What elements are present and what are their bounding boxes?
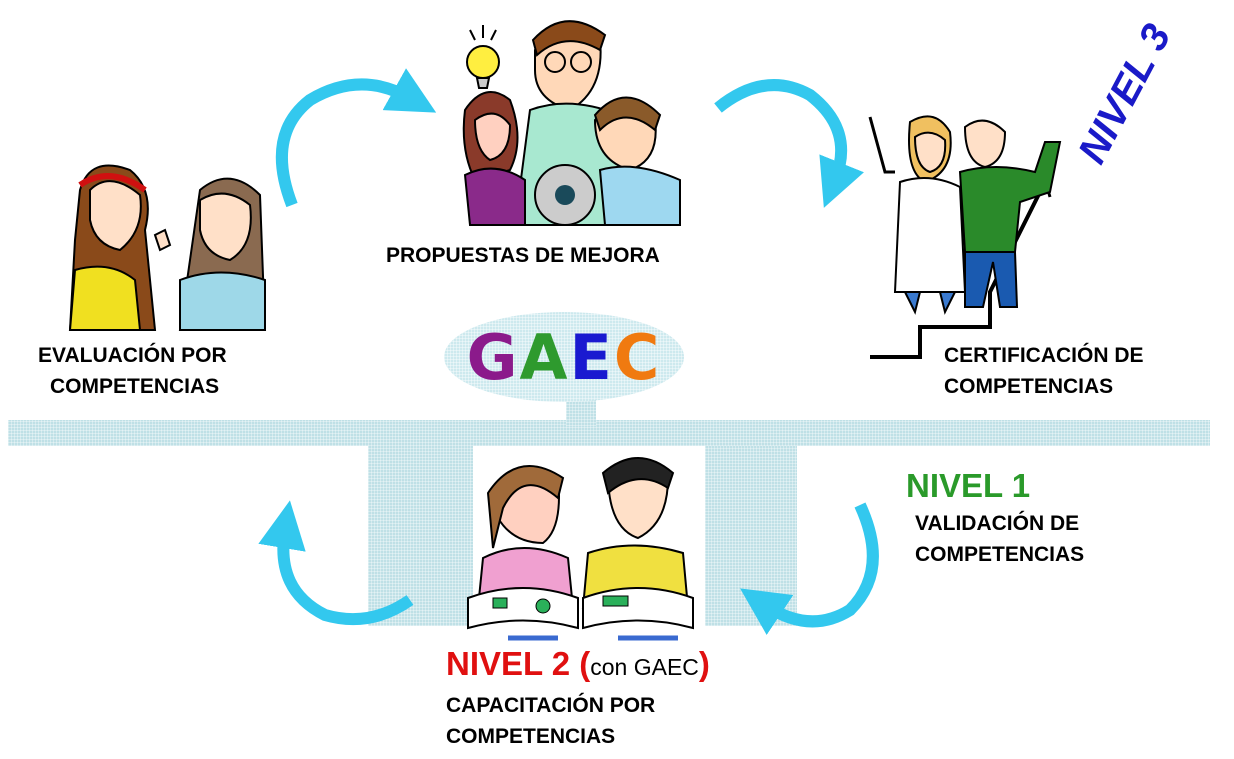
evaluation-illustration — [68, 164, 267, 331]
certificacion-line2: COMPETENCIAS — [944, 375, 1114, 398]
arrow-evaluacion-to-propuestas — [275, 68, 437, 208]
band-stem — [566, 398, 596, 426]
validacion-label: VALIDACIÓN DE COMPETENCIAS — [915, 508, 1084, 570]
validacion-line1: VALIDACIÓN DE — [915, 512, 1080, 535]
capacitacion-label: CAPACITACIÓN POR COMPETENCIAS — [446, 690, 655, 752]
gaec-oval: GAEC — [444, 312, 684, 402]
certificacion-label: CERTIFICACIÓN DE COMPETENCIAS — [944, 340, 1144, 402]
nivel-2-suffix: ) — [698, 645, 710, 682]
horizontal-band — [8, 420, 1210, 446]
capacitacion-line2: COMPETENCIAS — [446, 725, 616, 748]
nivel-2-label: NIVEL 2 (con GAEC) — [446, 644, 710, 689]
group-illustration — [462, 20, 681, 226]
arrow-validacion-to-capacitacion — [740, 502, 879, 635]
certification-illustration — [868, 115, 1062, 359]
evaluacion-line2: COMPETENCIAS — [50, 375, 220, 398]
nivel-2-prefix: NIVEL 2 ( — [446, 645, 591, 682]
gaec-letter-c: C — [613, 320, 662, 394]
evaluacion-line1: EVALUACIÓN POR — [38, 344, 227, 367]
capacitation-illustration — [467, 457, 694, 641]
validacion-line2: COMPETENCIAS — [915, 543, 1085, 566]
nivel-2-inner: con GAEC — [590, 654, 699, 680]
arrow-propuestas-to-certificacion — [714, 79, 864, 208]
capacitacion-line1: CAPACITACIÓN POR — [446, 694, 656, 717]
gaec-letter-e: E — [569, 320, 614, 394]
arrow-capacitacion-to-evaluacion — [258, 500, 414, 626]
gaec-title: GAEC — [467, 321, 662, 394]
gaec-letter-g: G — [466, 320, 520, 394]
lower-panel-left — [368, 446, 473, 626]
evaluacion-label: EVALUACIÓN POR COMPETENCIAS — [38, 340, 227, 402]
propuestas-label: PROPUESTAS DE MEJORA — [386, 244, 660, 267]
gaec-letter-a: A — [519, 320, 570, 394]
nivel-1-label: NIVEL 1 — [906, 467, 1031, 504]
certificacion-line1: CERTIFICACIÓN DE — [944, 344, 1144, 367]
